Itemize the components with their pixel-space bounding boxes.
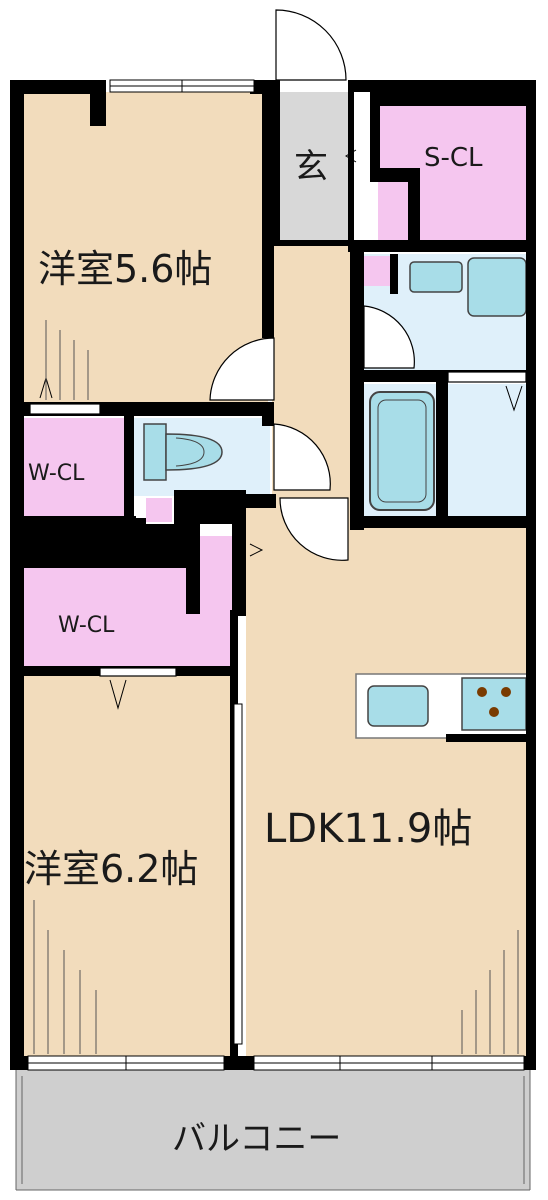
wic-upper-door [29, 403, 101, 415]
sliding-partition [233, 703, 243, 1045]
entrance-door [275, 9, 347, 81]
toilet-door [273, 423, 331, 491]
wall [90, 80, 106, 126]
wall [370, 92, 380, 170]
room1-door [209, 337, 275, 401]
door-marker [249, 543, 264, 557]
wall [10, 80, 106, 94]
wall [350, 516, 536, 528]
wic-upper-floor [24, 418, 128, 516]
wall [10, 516, 136, 568]
wall [348, 80, 536, 92]
wall [390, 254, 398, 294]
western-room-2-label: 洋室6.2帖 [24, 847, 198, 891]
western-room-1-label: 洋室5.6帖 [38, 247, 212, 291]
ldk-floor [246, 500, 528, 1056]
hall-closet [200, 536, 236, 592]
wall [408, 168, 420, 240]
western-room-1-floor [22, 92, 268, 402]
western-room-2-floor [22, 674, 236, 1056]
bathtub-inner-icon [377, 399, 427, 503]
toilet-closet [146, 498, 172, 522]
burner-icon [501, 687, 511, 697]
wall [124, 402, 134, 522]
kitchen-sink-icon [367, 685, 429, 727]
door-marker [109, 679, 127, 710]
washroom-door [363, 305, 415, 369]
balcony-floor [16, 1070, 530, 1190]
wic-lower-door [99, 667, 177, 677]
doors [29, 9, 527, 677]
wic-lower-label: W-CL [58, 613, 115, 638]
fixtures [143, 257, 529, 742]
balcony-railing [15, 1070, 531, 1191]
ldk-door [279, 497, 349, 561]
washing-machine-icon [467, 257, 527, 317]
door-marker [505, 385, 523, 412]
wall [262, 402, 274, 426]
wall [262, 80, 274, 338]
burner-icon [477, 687, 487, 697]
wic-upper-label: W-CL [28, 461, 85, 486]
wall [348, 240, 536, 252]
wall [246, 494, 276, 508]
wall [348, 80, 354, 250]
windows [27, 79, 525, 1071]
toilet-icon [143, 423, 223, 481]
entrance-label: 玄 [294, 147, 328, 187]
walls [10, 80, 536, 1070]
vanity-sink-icon [409, 261, 463, 293]
door-marker [345, 149, 357, 163]
wall [370, 92, 528, 106]
wall [10, 80, 24, 1070]
ldk-label: LDK11.9帖 [264, 806, 472, 852]
wall [272, 240, 354, 246]
washroom-closet [364, 256, 390, 286]
light-hatching [33, 320, 519, 1054]
wall [370, 168, 418, 182]
shoe-closet-label: S-CL [424, 143, 483, 173]
wall [186, 524, 200, 614]
shoe-closet-small [378, 182, 408, 240]
entrance-floor [276, 92, 352, 240]
bathroom-door [447, 371, 527, 383]
wall [436, 374, 448, 518]
wall [526, 92, 536, 1062]
floor-areas [16, 92, 530, 1190]
wall [350, 240, 364, 530]
wall [232, 490, 246, 616]
burner-icon [489, 707, 499, 717]
cooktop-icon [461, 677, 527, 731]
balcony-label: バルコニー [172, 1119, 341, 1159]
wall [272, 80, 280, 240]
kitchen-back-wall [446, 734, 528, 742]
